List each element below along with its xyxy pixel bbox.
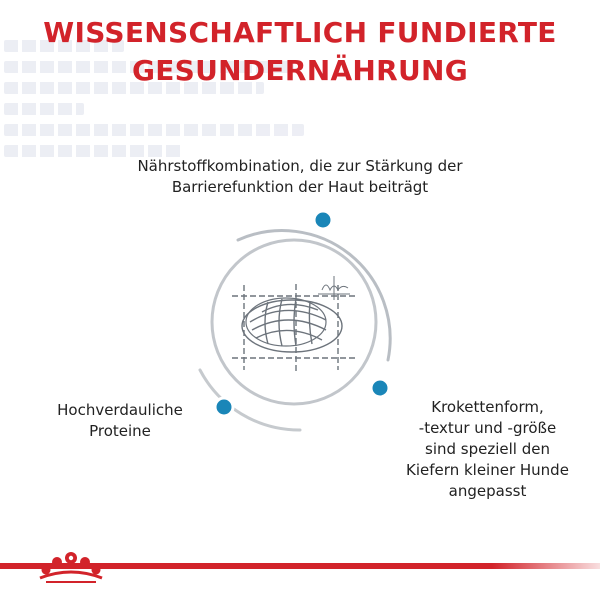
footer-divider: [0, 563, 600, 569]
benefit-right-line-5: angepasst: [448, 482, 527, 500]
outer-arc-lower: [198, 368, 302, 432]
benefit-right-line-4: Kiefern kleiner Hunde: [406, 461, 569, 479]
benefit-text-right: Krokettenform, -textur und -größe sind s…: [395, 397, 580, 502]
royal-canin-crown-icon: [39, 552, 103, 583]
benefit-left-line-1: Hochverdauliche: [57, 401, 183, 419]
benefit-right-line-2: -textur und -größe: [418, 419, 557, 437]
benefit-left-line-2: Proteine: [89, 422, 151, 440]
benefit-top-line-1: Nährstoffkombination, die zur Stärkung d…: [137, 157, 463, 175]
benefit-right-line-3: sind speziell den: [425, 440, 550, 458]
title-line-2: GESUNDERNÄHRUNG: [131, 54, 469, 87]
benefit-right-line-1: Krokettenform,: [431, 398, 544, 416]
benefit-dot-top: [312, 209, 334, 231]
benefit-top-line-2: Barrierefunktion der Haut beiträgt: [171, 178, 429, 196]
benefit-text-top: Nährstoffkombination, die zur Stärkung d…: [120, 156, 480, 198]
kibble-sketch-icon: [232, 276, 358, 372]
benefit-dot-right: [369, 377, 391, 399]
title-line-1: WISSENSCHAFTLICH FUNDIERTE: [43, 16, 557, 49]
benefit-dot-left: [213, 396, 235, 418]
benefit-text-left: Hochverdauliche Proteine: [40, 400, 200, 442]
inner-ring: [210, 238, 378, 406]
page-title: WISSENSCHAFTLICH FUNDIERTE GESUNDERNÄHRU…: [0, 14, 600, 90]
outer-arc: [236, 229, 392, 362]
